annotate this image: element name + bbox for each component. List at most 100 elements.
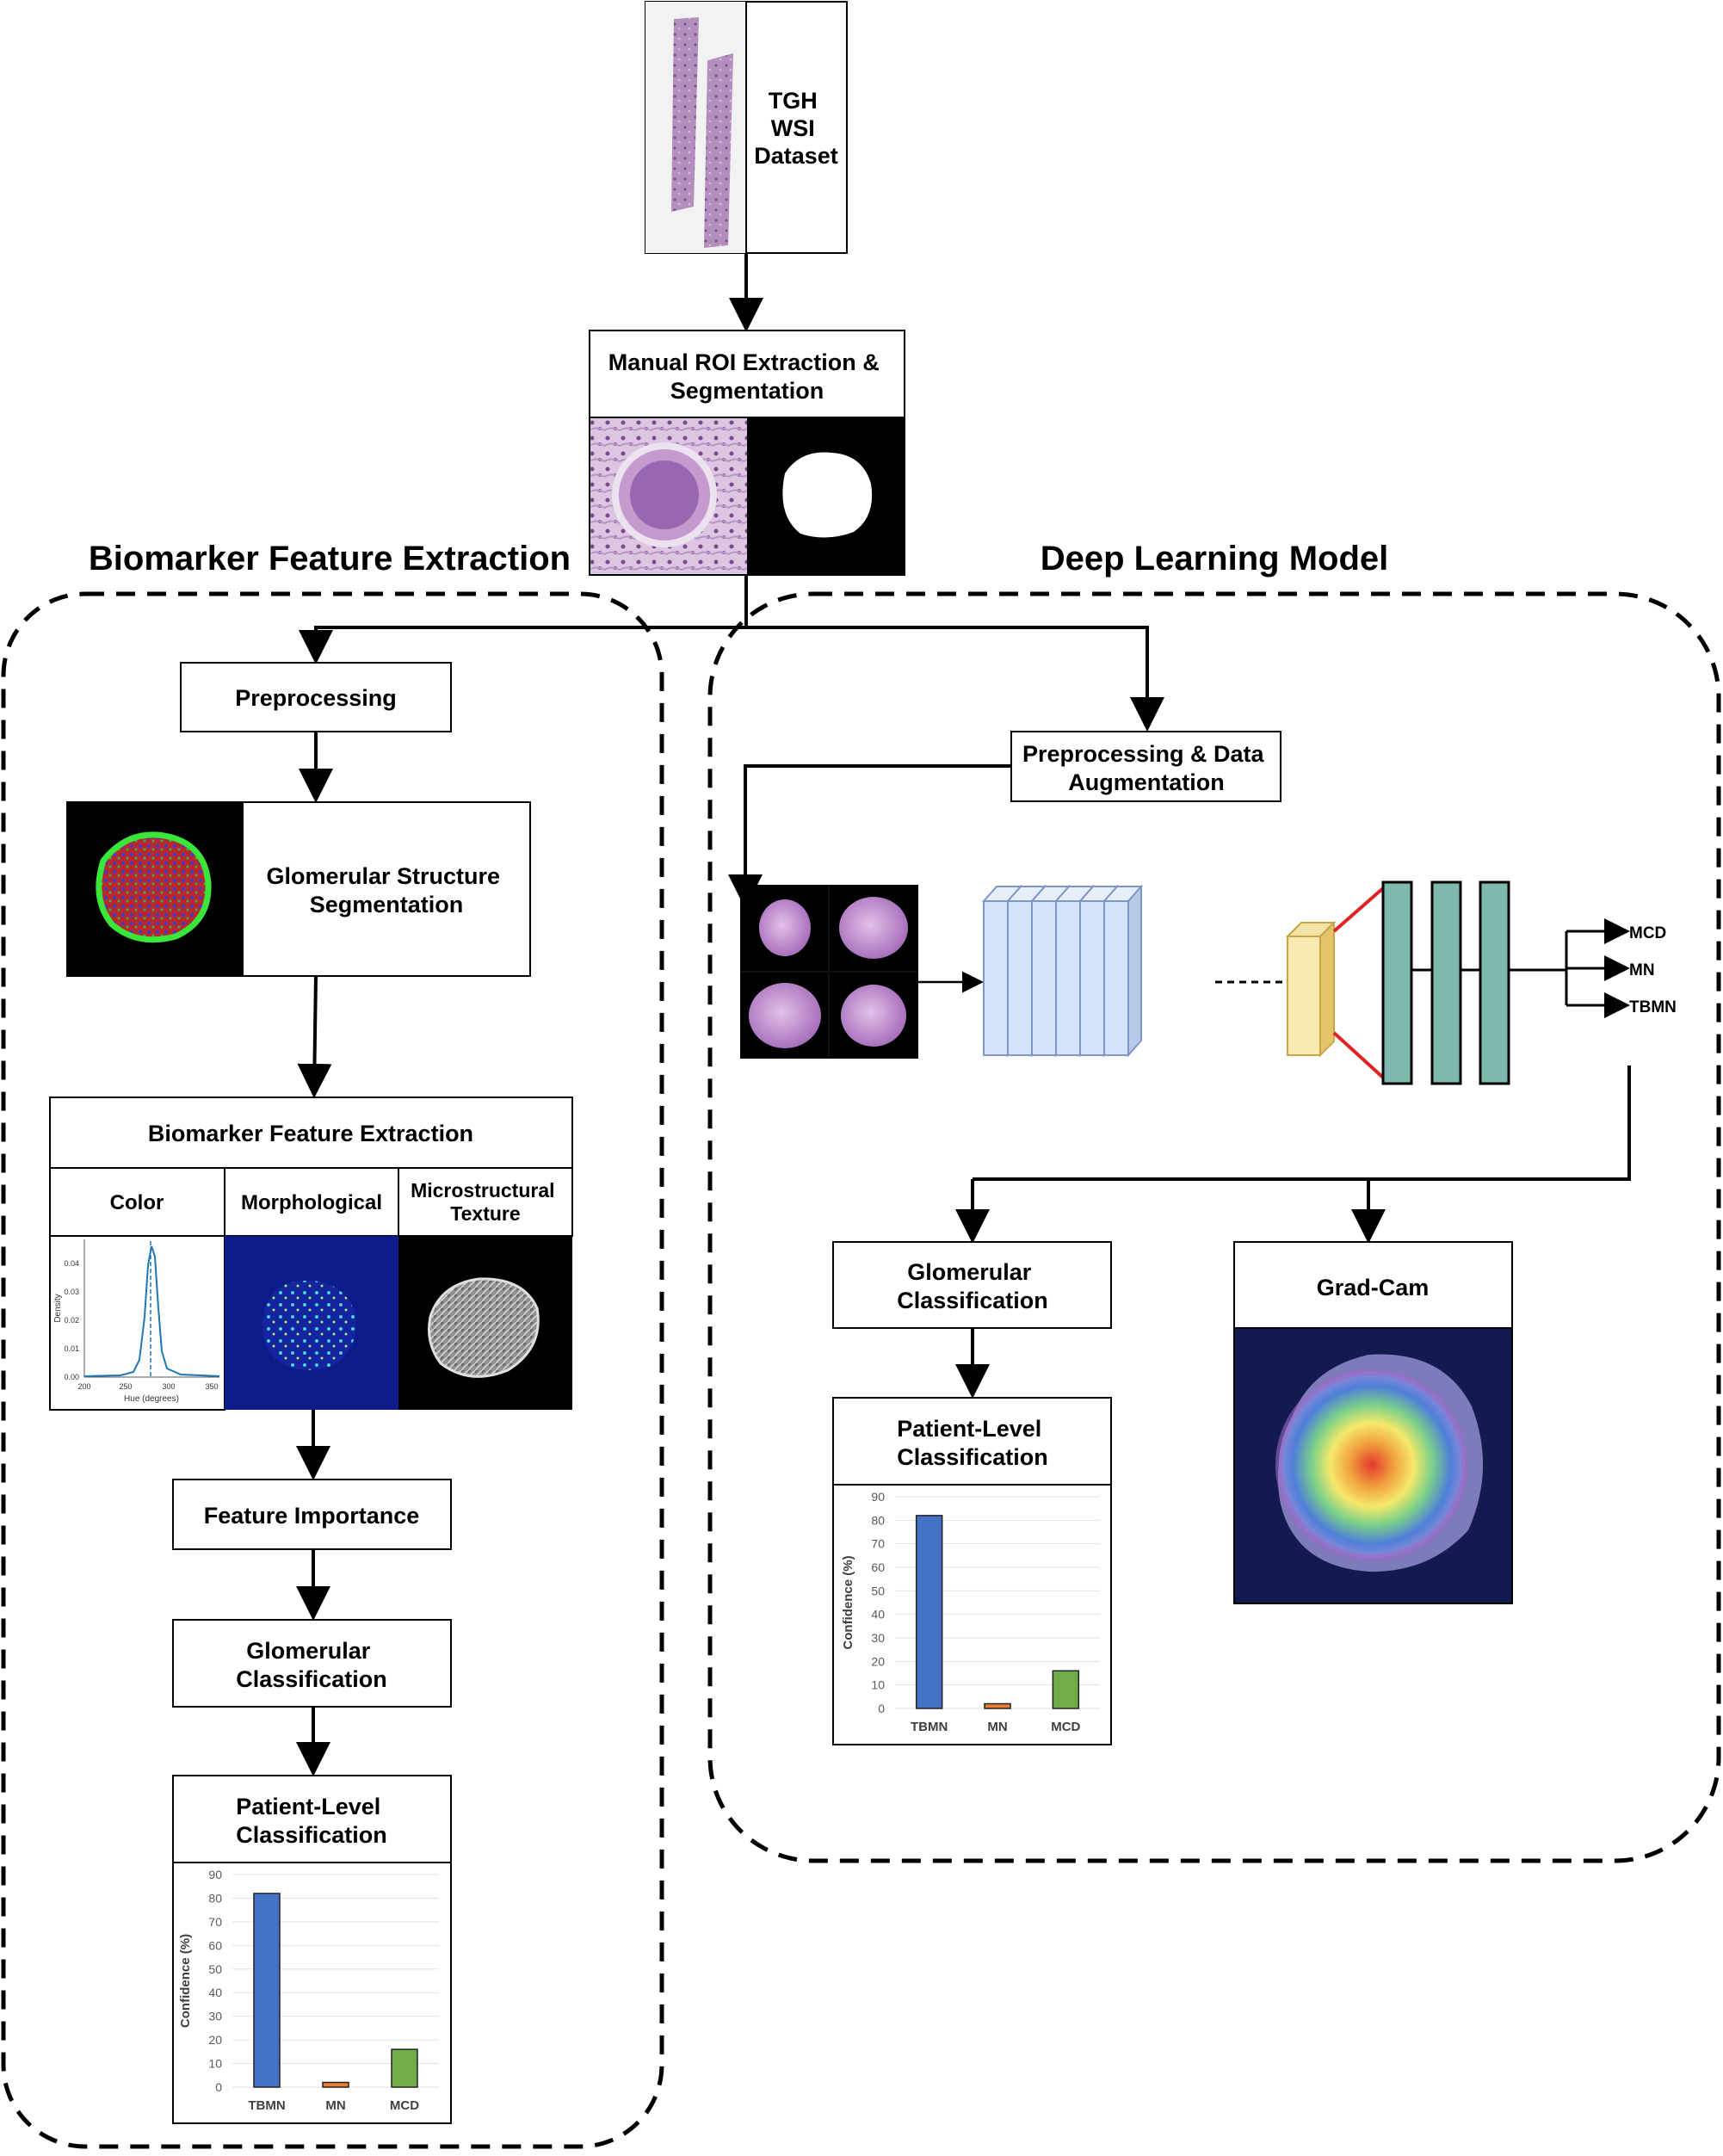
svg-text:Glomerular Structure Seg: Glomerular Structure Segmentation — [266, 863, 506, 917]
chart-category-label: MN — [325, 2098, 345, 2113]
arrow-to-left-preprocessing — [299, 626, 746, 664]
hist-xtick: 250 — [119, 1382, 132, 1391]
chart-ytick-label: 0 — [215, 2080, 222, 2094]
roi-mask-image — [747, 417, 905, 575]
svg-text:Glomerular Classificatio: Glomerular Classification — [897, 1259, 1048, 1313]
hist-xtick: 350 — [205, 1382, 218, 1391]
hist-ytick: 0.03 — [64, 1288, 79, 1296]
chart-bar — [984, 1702, 1011, 1709]
output-label-mcd: MCD — [1629, 924, 1666, 942]
conv-layer — [1102, 884, 1144, 1058]
chart-ytick-label: 10 — [871, 1678, 885, 1692]
chart-ytick-label: 10 — [208, 2057, 222, 2071]
svg-text:Patient-Level Classifica: Patient-Level Classification — [897, 1416, 1048, 1470]
chart-ytick-label: 40 — [871, 1608, 885, 1622]
chart-ytick-label: 30 — [871, 1631, 885, 1645]
chart-ytick-label: 0 — [878, 1702, 885, 1715]
section-title-deep-learning: Deep Learning Model — [1041, 540, 1389, 578]
chart-bar — [391, 2048, 418, 2088]
col-color: Color — [110, 1191, 164, 1214]
col-morphological: Morphological — [241, 1191, 382, 1214]
arrow-to-right-preprocessing — [746, 626, 1164, 732]
roi-tissue-image — [590, 417, 747, 575]
arrow-aug-images — [728, 764, 1011, 909]
chart-ylabel: Confidence (%) — [178, 1934, 193, 2028]
chart-ytick-label: 40 — [208, 1986, 222, 1999]
wsi-slide-image — [645, 2, 746, 253]
hist-ytick: 0.04 — [64, 1259, 79, 1268]
chart-ytick-label: 50 — [871, 1584, 885, 1597]
chart-ytick-label: 60 — [208, 1938, 222, 1952]
roi-title: Manual ROI Extraction & Segmentation — [608, 349, 886, 404]
preprocessing-augmentation-box: Preprocessing & Data Augmentation — [1010, 731, 1281, 802]
biomarker-title: Biomarker Feature Extraction — [148, 1121, 473, 1146]
hist-xtick: 200 — [77, 1382, 90, 1391]
morphological-image — [225, 1236, 398, 1410]
left-glomerular-classification-box: Glomerular Classification — [172, 1619, 452, 1708]
output-label-tbmn: TBMN — [1629, 998, 1677, 1016]
output-connectors — [1509, 918, 1630, 1018]
svg-text:Preprocessing: Preprocessing — [235, 685, 397, 711]
biomarker-extraction-box: Biomarker Feature Extraction Color Morph… — [49, 1097, 573, 1411]
hist-ytick: 0.02 — [64, 1316, 79, 1325]
chart-ytick-label: 80 — [871, 1513, 885, 1527]
hist-xtick: 300 — [162, 1382, 175, 1391]
section-title-biomarker: Biomarker Feature Extraction — [89, 540, 571, 578]
dataset-label: TGH WSI Dataset — [754, 88, 838, 169]
pool-to-dense-bottom — [1332, 1031, 1385, 1079]
hist-ylabel: Density — [53, 1294, 63, 1322]
feature-importance-box: Feature Importance — [172, 1479, 452, 1550]
chart-ytick-label: 20 — [871, 1654, 885, 1668]
chart-bar — [915, 1515, 943, 1709]
left-dashed-group — [1, 591, 664, 2149]
chart-category-label: TBMN — [248, 2098, 285, 2113]
right-dashed-group — [707, 591, 1721, 1863]
hue-histogram: 0.00 0.01 0.02 0.03 0.04 200 250 300 350… — [49, 1235, 225, 1411]
cnn-conv-layers — [981, 884, 1144, 1058]
hist-ytick: 0.00 — [64, 1373, 79, 1381]
arrow-seg-biomarker — [297, 975, 332, 1098]
chart-ytick-label: 50 — [208, 1962, 222, 1976]
pooling-layer — [1285, 920, 1337, 1058]
right-glomerular-classification-box: Glomerular Classification — [832, 1241, 1112, 1329]
wsi-dataset-box: TGH WSI Dataset — [645, 1, 848, 254]
svg-text:Glomerular Classificatio: Glomerular Classification — [236, 1638, 387, 1692]
chart-ytick-label: 60 — [871, 1560, 885, 1574]
dense-layers — [1381, 880, 1510, 1085]
right-patient-level-box: Patient-Level Classification — [832, 1397, 1112, 1745]
gradcam-box: Grad-Cam — [1233, 1241, 1513, 1604]
col-texture: Microstructural Texture — [411, 1179, 560, 1225]
chart-ytick-label: 70 — [871, 1537, 885, 1551]
hist-ytick: 0.01 — [64, 1344, 79, 1353]
svg-text:Feature Importance: Feature Importance — [204, 1503, 420, 1529]
chart-ytick-label: 70 — [208, 1915, 222, 1929]
chart-ytick-label: 90 — [871, 1490, 885, 1504]
chart-bar — [322, 2081, 349, 2088]
hist-xlabel: Hue (degrees) — [124, 1394, 179, 1404]
svg-text:Patient-Level Classifica: Patient-Level Classification — [236, 1794, 387, 1848]
chart-ytick-label: 80 — [208, 1891, 222, 1905]
structure-segmentation-box: Glomerular Structure Segmentation — [66, 801, 531, 977]
svg-text:Preprocessing & Data Aug: Preprocessing & Data Augmentation — [1022, 741, 1270, 795]
chart-category-label: MCD — [1051, 1720, 1080, 1734]
segmentation-image — [67, 802, 243, 976]
chart-ylabel: Confidence (%) — [841, 1555, 855, 1649]
gradcam-title: Grad-Cam — [1317, 1275, 1430, 1300]
chart-ytick-label: 90 — [208, 1868, 222, 1881]
output-label-mn: MN — [1629, 961, 1655, 979]
chart-category-label: MN — [987, 1720, 1007, 1734]
chart-ytick-label: 30 — [208, 2010, 222, 2023]
left-preprocessing-box: Preprocessing — [180, 662, 452, 732]
chart-bar — [253, 1893, 281, 2088]
chart-category-label: MCD — [390, 2098, 419, 2113]
chart-bar — [1052, 1670, 1080, 1709]
gradcam-heatmap — [1234, 1328, 1512, 1603]
roi-extraction-box: Manual ROI Extraction & Segmentation — [589, 330, 905, 576]
connector-model-outputs — [973, 1066, 1631, 1181]
augmented-images-grid — [740, 885, 918, 1059]
pool-to-dense-top — [1332, 886, 1385, 933]
chart-ytick-label: 20 — [208, 2033, 222, 2047]
